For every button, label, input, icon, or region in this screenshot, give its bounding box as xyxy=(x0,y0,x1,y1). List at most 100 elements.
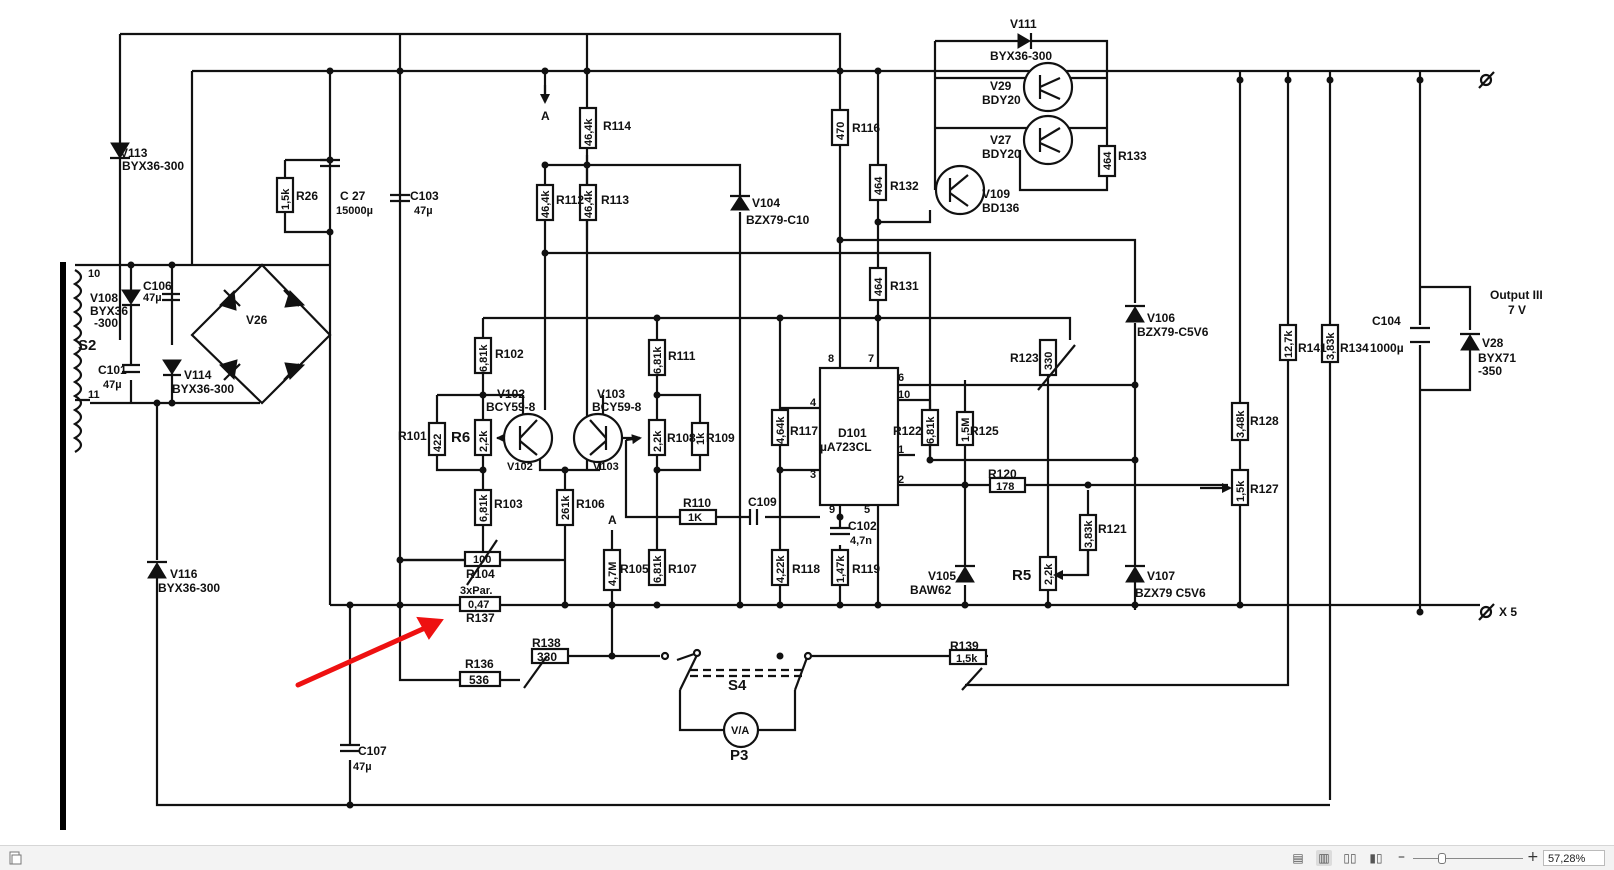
label-v29: V29 xyxy=(990,79,1012,93)
book-view-icon[interactable]: ▮▯ xyxy=(1369,851,1383,865)
view-mode-buttons: ▤ ▥ ▯▯ ▮▯ xyxy=(1290,850,1384,866)
zoom-level-field[interactable]: 57,28% xyxy=(1543,850,1605,866)
label-pin3: 3 xyxy=(810,469,816,481)
zoom-slider-track[interactable] xyxy=(1413,858,1523,859)
label-r5: R5 xyxy=(1012,567,1031,584)
label-output: Output III xyxy=(1490,288,1543,302)
label-v107-type: BZX79 C5V6 xyxy=(1135,586,1206,600)
value-c107: 47µ xyxy=(353,761,372,773)
label-v106-type: BZX79-C5V6 xyxy=(1137,325,1209,339)
label-c106: C106 xyxy=(143,279,172,293)
label-v28: V28 xyxy=(1482,336,1504,350)
label-c103: C103 xyxy=(410,189,439,203)
label-r138: R138 xyxy=(532,636,561,650)
value-r132: 464 xyxy=(873,176,885,195)
value-r101: 422 xyxy=(432,434,444,452)
value-r107: 6,81k xyxy=(652,555,664,583)
label-r116: R116 xyxy=(852,121,880,135)
label-s2: S2 xyxy=(78,337,96,354)
label-r104: R104 xyxy=(466,567,495,581)
label-s4: S4 xyxy=(728,677,747,694)
label-v27-type: BDY20 xyxy=(982,147,1021,161)
transformer-winding xyxy=(72,263,90,453)
label-r134: R134 xyxy=(1340,341,1369,355)
label-r106: R106 xyxy=(576,497,605,511)
ic-d101 xyxy=(818,366,900,507)
label-d101-type: µA723CL xyxy=(820,440,872,454)
label-d101: D101 xyxy=(838,426,867,440)
label-r103: R103 xyxy=(494,497,523,511)
label-v113: V113 xyxy=(120,146,148,160)
value-r117: 4,64k xyxy=(775,416,787,444)
label-pin6: 6 xyxy=(898,372,904,384)
value-r120: 178 xyxy=(996,481,1014,493)
label-c27: C 27 xyxy=(340,189,366,203)
value-r102: 6,81k xyxy=(478,344,490,372)
value-r103: 6,81k xyxy=(478,494,490,522)
continuous-view-icon[interactable]: ▥ xyxy=(1316,850,1332,866)
label-v103-type: BCY59-8 xyxy=(592,400,642,414)
value-r112: 46,4k xyxy=(540,190,552,218)
label-v26: V26 xyxy=(246,313,268,327)
value-r141: 12,7k xyxy=(1283,330,1295,358)
value-r108: 2,2k xyxy=(652,430,664,452)
label-v111: V111 xyxy=(1010,17,1037,31)
zoom-slider-thumb[interactable] xyxy=(1438,853,1446,864)
label-r120: R120 xyxy=(988,467,1017,481)
diode-symbols xyxy=(110,33,1480,583)
label-v109: V109 xyxy=(982,187,1010,201)
wires xyxy=(90,32,1480,807)
label-v108-type2: -300 xyxy=(94,316,118,330)
label-r131: R131 xyxy=(890,279,919,293)
label-v111-type: BYX36-300 xyxy=(990,49,1052,63)
label-r6: R6 xyxy=(451,429,470,446)
value-r26: 1,5k xyxy=(280,188,292,210)
label-v108-type: BYX36 xyxy=(90,304,128,318)
label-c102: C102 xyxy=(848,519,877,533)
label-r118: R118 xyxy=(792,562,820,576)
label-v107: V107 xyxy=(1147,569,1175,583)
switch-s4 xyxy=(660,648,813,691)
label-v108: V108 xyxy=(90,291,118,305)
label-v114: V114 xyxy=(184,368,212,382)
label-v114-type: BYX36-300 xyxy=(172,382,234,396)
label-r137: R137 xyxy=(466,611,495,625)
value-r139: 1,5k xyxy=(956,653,978,665)
label-r125: R125 xyxy=(970,424,999,438)
label-pin9: 9 xyxy=(829,504,835,516)
label-r137-note: 3xPar. xyxy=(460,585,492,597)
label-v116: V116 xyxy=(170,567,198,581)
two-page-view-icon[interactable]: ▯▯ xyxy=(1343,851,1357,865)
single-page-view-icon[interactable]: ▤ xyxy=(1292,851,1304,865)
label-v103: V103 xyxy=(597,387,625,401)
label-pin7: 7 xyxy=(868,353,874,365)
label-v102-pin: V102 xyxy=(507,461,533,473)
value-r104: 100 xyxy=(473,554,491,566)
label-v106: V106 xyxy=(1147,311,1175,325)
label-c104: C104 xyxy=(1372,314,1401,328)
value-r111: 6,81k xyxy=(652,346,664,374)
label-r133: R133 xyxy=(1118,149,1147,163)
label-pin4: 4 xyxy=(810,397,817,409)
value-r138: 330 xyxy=(537,650,557,664)
label-r139: R139 xyxy=(950,639,979,653)
value-c104: 1000µ xyxy=(1370,341,1404,355)
value-r116: 470 xyxy=(835,122,847,140)
zoom-out-button[interactable]: – xyxy=(1398,849,1405,865)
label-v116-type: BYX36-300 xyxy=(158,581,220,595)
label-r111: R111 xyxy=(668,349,696,363)
label-r119: R119 xyxy=(852,562,880,576)
label-v102: V102 xyxy=(497,387,525,401)
label-r122: R122 xyxy=(893,424,922,438)
page-icon[interactable] xyxy=(8,851,22,865)
value-r6: 2,2k xyxy=(478,430,490,452)
label-r141: R141 xyxy=(1298,341,1327,355)
value-r119: 1,47k xyxy=(835,555,847,583)
value-r137: 0,47 xyxy=(468,599,489,611)
label-r110: R110 xyxy=(683,496,711,510)
label-v28-type: BYX71 xyxy=(1478,351,1516,365)
zoom-in-button[interactable]: + xyxy=(1527,849,1539,865)
capacitor-plates xyxy=(122,158,1430,753)
label-v27: V27 xyxy=(990,133,1012,147)
value-r125: 1,5M xyxy=(960,418,972,442)
